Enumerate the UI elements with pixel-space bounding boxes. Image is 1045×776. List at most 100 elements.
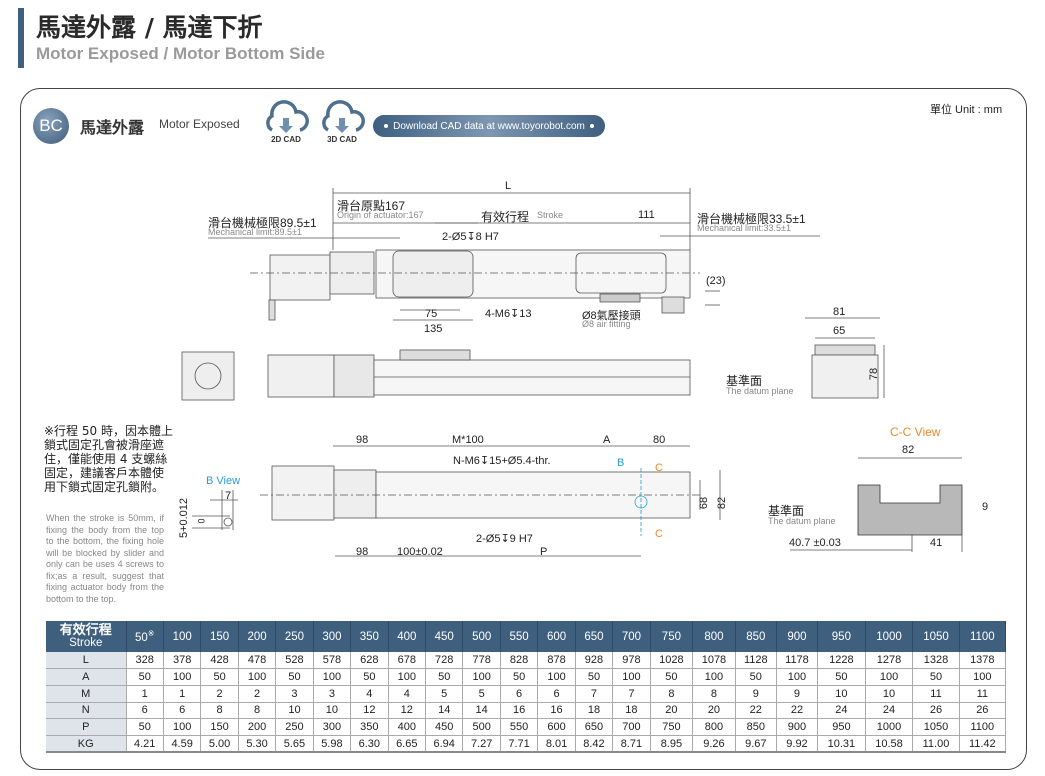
table-cell: 50 xyxy=(500,668,539,686)
dim-65: 65 xyxy=(833,325,846,337)
stroke-col-header: 600 xyxy=(537,621,576,652)
stroke-value: 400 xyxy=(397,630,417,643)
table-cell: 700 xyxy=(612,718,651,736)
unit-label: 單位 Unit : mm xyxy=(930,104,1003,116)
download-cad-link[interactable]: Download CAD data at www.toyorobot.com xyxy=(373,115,605,137)
stroke-label-en: Stroke xyxy=(537,210,564,220)
table-cell: 50 xyxy=(912,668,960,686)
stroke-value: 200 xyxy=(247,630,267,643)
table-cell: 100 xyxy=(163,668,202,686)
stroke-value: 650 xyxy=(584,630,604,643)
table-cell: 10 xyxy=(817,685,866,703)
stroke-value: 750 xyxy=(661,630,681,643)
table-cell: 350 xyxy=(350,718,389,736)
table-cell: 8 xyxy=(692,685,736,703)
dim-82: 82 xyxy=(716,496,729,510)
stroke-col-header: 100 xyxy=(163,621,202,652)
b-view-title: B View xyxy=(206,475,241,487)
stroke-value: 950 xyxy=(831,630,851,643)
page-title: 馬達外露 / 馬達下折 xyxy=(36,13,263,42)
stroke-value: 1000 xyxy=(876,630,902,643)
dim-7: 7 xyxy=(225,490,232,502)
pin-hole-top: 2-Ø5↧8 H7 xyxy=(442,231,499,243)
stroke-col-header: 1050 xyxy=(912,621,960,652)
air-fitting-label-en: Ø8 air fitting xyxy=(582,319,631,329)
stroke-value: 700 xyxy=(621,630,641,643)
table-cell: 8 xyxy=(238,702,277,720)
table-cell: 7.27 xyxy=(462,735,501,754)
cad-2d-button[interactable]: 2D CAD xyxy=(262,100,310,146)
stroke-label: 有效行程 xyxy=(481,210,530,224)
dim-m100: M*100 xyxy=(452,434,484,446)
cc-view-drawing xyxy=(790,457,963,552)
stroke-col-header: 750 xyxy=(650,621,694,652)
header-accent-bar xyxy=(18,8,24,68)
table-cell: 200 xyxy=(238,718,277,736)
table-cell: 400 xyxy=(388,718,427,736)
top-view-drawing xyxy=(208,188,820,321)
table-cell: 378 xyxy=(163,652,202,670)
table-cell: 3 xyxy=(313,685,352,703)
table-cell: 1100 xyxy=(959,718,1007,736)
table-cell: 828 xyxy=(500,652,539,670)
table-cell: 878 xyxy=(537,652,576,670)
side-view-drawing xyxy=(181,349,691,401)
table-cell: 26 xyxy=(959,702,1007,720)
table-cell: 14 xyxy=(425,702,464,720)
cad-3d-button[interactable]: 3D CAD xyxy=(318,100,366,146)
c-marker-bottom: C xyxy=(655,528,663,540)
stroke-header-zh: 有效行程 xyxy=(59,622,112,638)
table-cell: 100 xyxy=(462,668,501,686)
stroke-value: 800 xyxy=(704,630,724,643)
stroke-col-header: 950 xyxy=(817,621,866,652)
air-fitting-label: Ø8氣壓接頭 xyxy=(582,310,641,322)
table-cell: 100 xyxy=(163,718,202,736)
stroke-note-en: When the stroke is 50mm, if fixing the b… xyxy=(46,513,164,604)
table-cell: 5.98 xyxy=(313,735,352,754)
dim-68: 68 xyxy=(698,496,711,510)
dim-80: 80 xyxy=(653,434,666,446)
stroke-value: 900 xyxy=(787,630,807,643)
table-cell: 10 xyxy=(865,685,914,703)
table-cell: 9 xyxy=(776,685,819,703)
table-cell: 1 xyxy=(163,685,202,703)
table-cell: 8 xyxy=(200,702,239,720)
cc-dim-41: 41 xyxy=(930,537,943,549)
table-cell: 4.21 xyxy=(126,735,164,754)
table-cell: 2 xyxy=(200,685,239,703)
table-cell: 22 xyxy=(776,702,819,720)
dim-L: L xyxy=(505,180,512,192)
cc-dim-407: 40.7 ±0.03 xyxy=(789,537,841,549)
stroke-col-header: 250 xyxy=(275,621,314,652)
table-cell: 50 xyxy=(425,668,464,686)
cc-datum-label: 基準面 xyxy=(768,504,805,518)
stroke-value: 550 xyxy=(509,630,529,643)
stroke-col-header: 1100 xyxy=(959,621,1007,652)
mech-limit-left: 滑台機械極限89.5±1 xyxy=(208,216,317,230)
stroke-col-header: 50※ xyxy=(126,621,164,652)
table-cell: 1028 xyxy=(650,652,694,670)
cad-3d-label: 3D CAD xyxy=(327,135,357,144)
row-label: P xyxy=(46,718,127,736)
table-cell: 6 xyxy=(537,685,576,703)
table-cell: 24 xyxy=(865,702,914,720)
bottom-view-drawing xyxy=(260,445,721,557)
table-cell: 900 xyxy=(776,718,819,736)
table-cell: 100 xyxy=(388,668,427,686)
cc-datum-label-en: The datum plane xyxy=(768,516,836,526)
table-cell: 150 xyxy=(200,718,239,736)
table-cell: 928 xyxy=(575,652,614,670)
section-title-zh: 馬達外露 xyxy=(80,118,145,137)
stroke-col-header: 700 xyxy=(612,621,651,652)
row-label: KG xyxy=(46,735,127,754)
table-cell: 50 xyxy=(817,668,866,686)
table-cell: 4.59 xyxy=(163,735,202,754)
stroke-value: 600 xyxy=(546,630,567,643)
table-cell: 4 xyxy=(350,685,389,703)
table-cell: 50 xyxy=(650,668,694,686)
table-cell: 50 xyxy=(126,668,164,686)
